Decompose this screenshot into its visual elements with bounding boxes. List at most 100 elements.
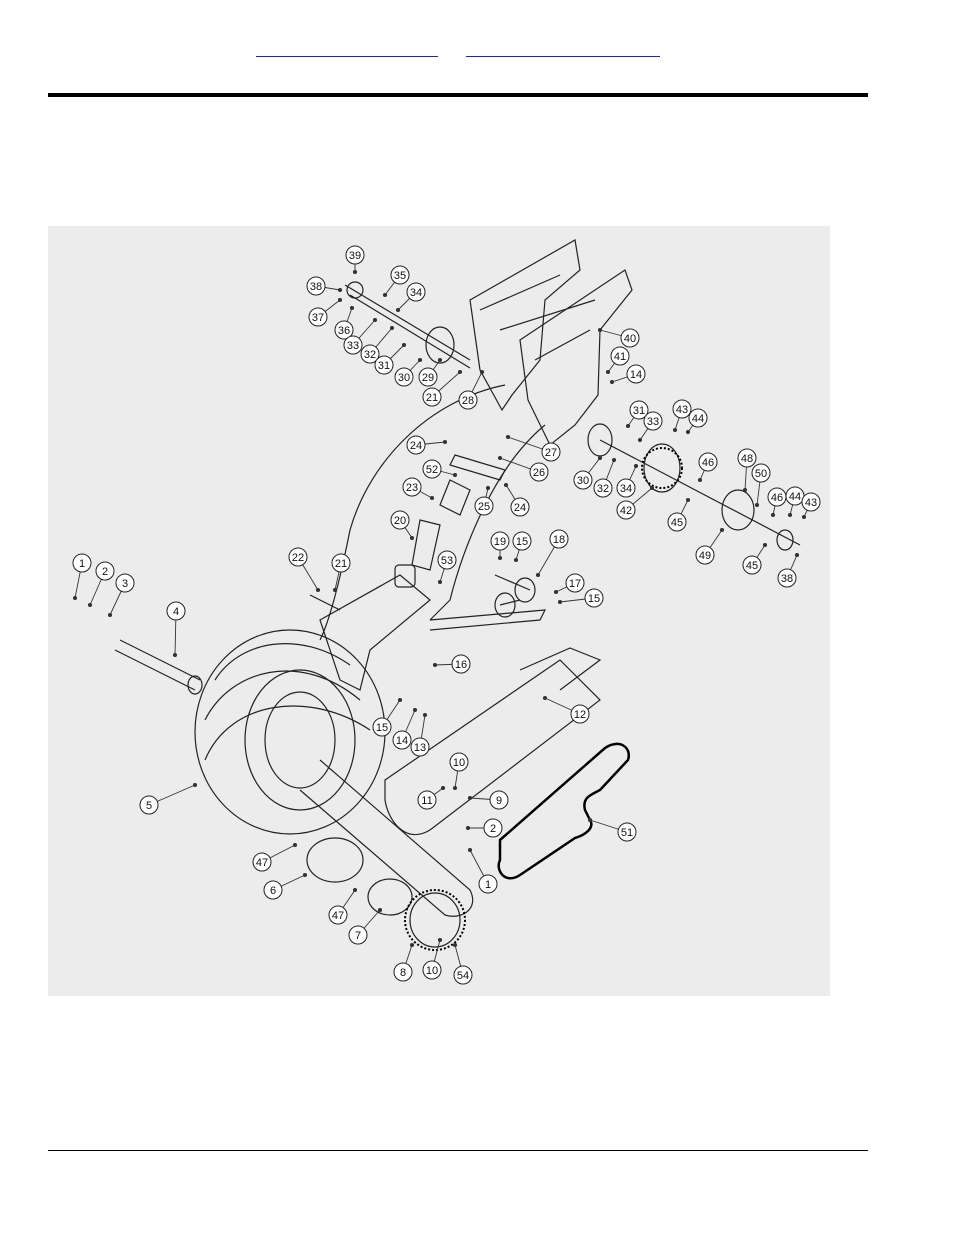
callout-number: 14 bbox=[396, 735, 408, 747]
callout-leader-tip bbox=[467, 795, 473, 801]
callout-leader-tip bbox=[440, 785, 446, 791]
callout-balloon bbox=[541, 442, 561, 462]
callout-balloon bbox=[390, 265, 410, 285]
callout-number: 45 bbox=[746, 560, 758, 572]
callout-balloon bbox=[410, 737, 430, 757]
callout-leader-tip bbox=[352, 269, 358, 275]
callout-number: 23 bbox=[406, 482, 418, 494]
callout-number: 3 bbox=[122, 578, 128, 590]
callout-balloon bbox=[742, 555, 762, 575]
callout-number: 34 bbox=[620, 483, 632, 495]
callout-leader-tip bbox=[801, 514, 807, 520]
callout-balloon bbox=[72, 553, 92, 573]
callout-balloon bbox=[584, 588, 604, 608]
callout-leader-tip bbox=[625, 423, 631, 429]
callout-leader-tip bbox=[437, 579, 443, 585]
callout-leader-tip bbox=[377, 907, 383, 913]
callout-leader-tip bbox=[429, 495, 435, 501]
callout-number: 53 bbox=[441, 555, 453, 567]
callout-number: 43 bbox=[676, 404, 688, 416]
callout-balloon bbox=[751, 463, 771, 483]
callout-number: 33 bbox=[347, 340, 359, 352]
callout-balloon bbox=[512, 531, 532, 551]
callout-leader-tip bbox=[409, 942, 415, 948]
callout-leader-tip bbox=[417, 357, 423, 363]
callout-balloon bbox=[458, 390, 478, 410]
callout-balloon bbox=[489, 790, 509, 810]
callout-number: 33 bbox=[647, 416, 659, 428]
callout-balloon bbox=[345, 245, 365, 265]
callout-number: 35 bbox=[394, 270, 406, 282]
callout-number: 45 bbox=[671, 517, 683, 529]
callout-number: 12 bbox=[574, 709, 586, 721]
callout-leader-tip bbox=[352, 887, 358, 893]
callout-number: 49 bbox=[699, 550, 711, 562]
header-link-1[interactable] bbox=[256, 40, 438, 57]
callout-leader-tip bbox=[432, 662, 438, 668]
callout-balloon bbox=[695, 545, 715, 565]
callout-leader-tip bbox=[412, 707, 418, 713]
callout-leader-tip bbox=[685, 497, 691, 503]
callout-balloon bbox=[390, 510, 410, 530]
callout-balloon bbox=[372, 717, 392, 737]
callout-number: 37 bbox=[312, 312, 324, 324]
callout-number: 24 bbox=[514, 502, 526, 514]
callout-balloon bbox=[331, 553, 351, 573]
callout-balloon bbox=[288, 547, 308, 567]
callout-number: 21 bbox=[426, 392, 438, 404]
callout-balloon bbox=[483, 818, 503, 838]
callout-number: 1 bbox=[79, 558, 85, 570]
callout-leader-tip bbox=[107, 612, 113, 618]
callout-balloon bbox=[629, 400, 649, 420]
callout-balloon bbox=[343, 335, 363, 355]
callout-leader-tip bbox=[479, 369, 485, 375]
callout-leader-tip bbox=[535, 572, 541, 578]
callout-number: 2 bbox=[490, 823, 496, 835]
callout-leader-tip bbox=[794, 552, 800, 558]
callout-balloon bbox=[620, 328, 640, 348]
callout-leader-tip bbox=[457, 369, 463, 375]
callout-leader-tip bbox=[485, 485, 491, 491]
callout-leader-tip bbox=[672, 427, 678, 433]
callout-leader-tip bbox=[649, 485, 655, 491]
callout-leader-tip bbox=[437, 937, 443, 943]
callout-number: 32 bbox=[364, 349, 376, 361]
callout-number: 11 bbox=[421, 795, 432, 807]
callout-number: 42 bbox=[620, 505, 632, 517]
callout-leader-tip bbox=[442, 439, 448, 445]
callout-balloon bbox=[565, 573, 585, 593]
callout-leader-tip bbox=[172, 652, 178, 658]
callout-leader-tip bbox=[719, 527, 725, 533]
callout-leader-tip bbox=[633, 463, 639, 469]
callout-number: 4 bbox=[173, 606, 179, 618]
callout-leader-tip bbox=[697, 477, 703, 483]
callout-leader-tip bbox=[762, 542, 768, 548]
callout-balloon bbox=[418, 367, 438, 387]
callout-balloon bbox=[402, 477, 422, 497]
callout-number: 51 bbox=[621, 827, 633, 839]
callout-number: 31 bbox=[633, 405, 645, 417]
callout-balloon bbox=[801, 492, 821, 512]
callout-balloon bbox=[570, 704, 590, 724]
callout-number: 20 bbox=[394, 515, 406, 527]
footer-rule bbox=[48, 1150, 868, 1151]
callout-balloon bbox=[672, 399, 692, 419]
callout-balloon bbox=[610, 346, 630, 366]
callout-leader-tip bbox=[422, 712, 428, 718]
callout-number: 46 bbox=[771, 492, 783, 504]
callout-leader-tip bbox=[497, 555, 503, 561]
callout-number: 44 bbox=[692, 413, 704, 425]
header-link-2[interactable] bbox=[466, 40, 660, 57]
callout-balloon bbox=[417, 790, 437, 810]
callout-balloon bbox=[593, 478, 613, 498]
callout-balloon bbox=[406, 435, 426, 455]
callout-leader-tip bbox=[452, 472, 458, 478]
callout-balloon bbox=[139, 795, 159, 815]
callout-leader-tip bbox=[409, 535, 415, 541]
callout-balloon bbox=[616, 500, 636, 520]
callout-number: 48 bbox=[741, 453, 753, 465]
callout-number: 50 bbox=[755, 468, 767, 480]
callout-number: 54 bbox=[457, 970, 469, 982]
callout-leader-tip bbox=[292, 842, 298, 848]
callout-leader-tip bbox=[557, 599, 563, 605]
